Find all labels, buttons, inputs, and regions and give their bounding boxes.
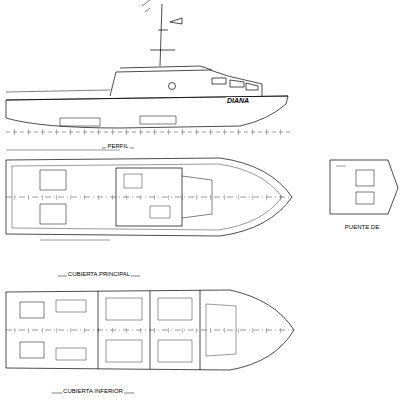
profile-view	[6, 0, 290, 135]
rail	[336, 166, 346, 167]
view-title: PUENTE DE	[344, 215, 380, 233]
bridge-view	[330, 160, 398, 214]
flybridge	[120, 66, 212, 70]
life-ring	[169, 83, 176, 90]
label-text: CUBIERTA INFERIOR	[62, 388, 124, 394]
hull	[6, 96, 288, 128]
flag	[170, 18, 182, 24]
berth	[106, 340, 142, 362]
lower-deck-view	[6, 290, 294, 370]
view-title: CUBIERTA PRINCIPAL	[67, 262, 131, 280]
seat	[356, 192, 374, 204]
berth	[106, 298, 142, 320]
tank-box	[140, 116, 176, 124]
engine	[20, 302, 44, 318]
frame-ticks	[6, 195, 292, 200]
bridge-outline	[330, 160, 398, 214]
mast	[150, 4, 175, 66]
view-title: CUBIERTA INFERIOR	[62, 379, 124, 397]
view-title: PERFIL	[106, 134, 129, 152]
cabin	[158, 298, 192, 320]
engine	[20, 342, 44, 358]
frame-ticks	[6, 328, 294, 333]
windows	[212, 78, 258, 90]
vessel-name: DIANA	[226, 89, 250, 107]
cabin	[158, 340, 192, 362]
engine-box	[60, 118, 100, 126]
superstructure	[110, 70, 262, 96]
lower-outline	[6, 290, 294, 370]
rail	[6, 90, 110, 92]
label-text: PUENTE DE	[344, 224, 380, 230]
antenna	[142, 0, 150, 12]
dimension-line	[40, 240, 110, 241]
console	[356, 170, 374, 186]
frame-ticks	[6, 129, 290, 135]
tank	[56, 348, 86, 360]
hatch	[40, 204, 66, 224]
deck-outline	[6, 158, 292, 236]
dimension-line	[6, 150, 120, 151]
main-deck-view	[6, 150, 292, 240]
label-text: DIANA	[226, 97, 250, 104]
hatch	[40, 170, 66, 190]
label-text: CUBIERTA PRINCIPAL	[67, 271, 131, 277]
label-text: PERFIL	[106, 143, 129, 149]
tank	[56, 300, 86, 312]
title-underlines	[52, 148, 140, 393]
table	[150, 206, 170, 218]
galley	[124, 174, 142, 188]
